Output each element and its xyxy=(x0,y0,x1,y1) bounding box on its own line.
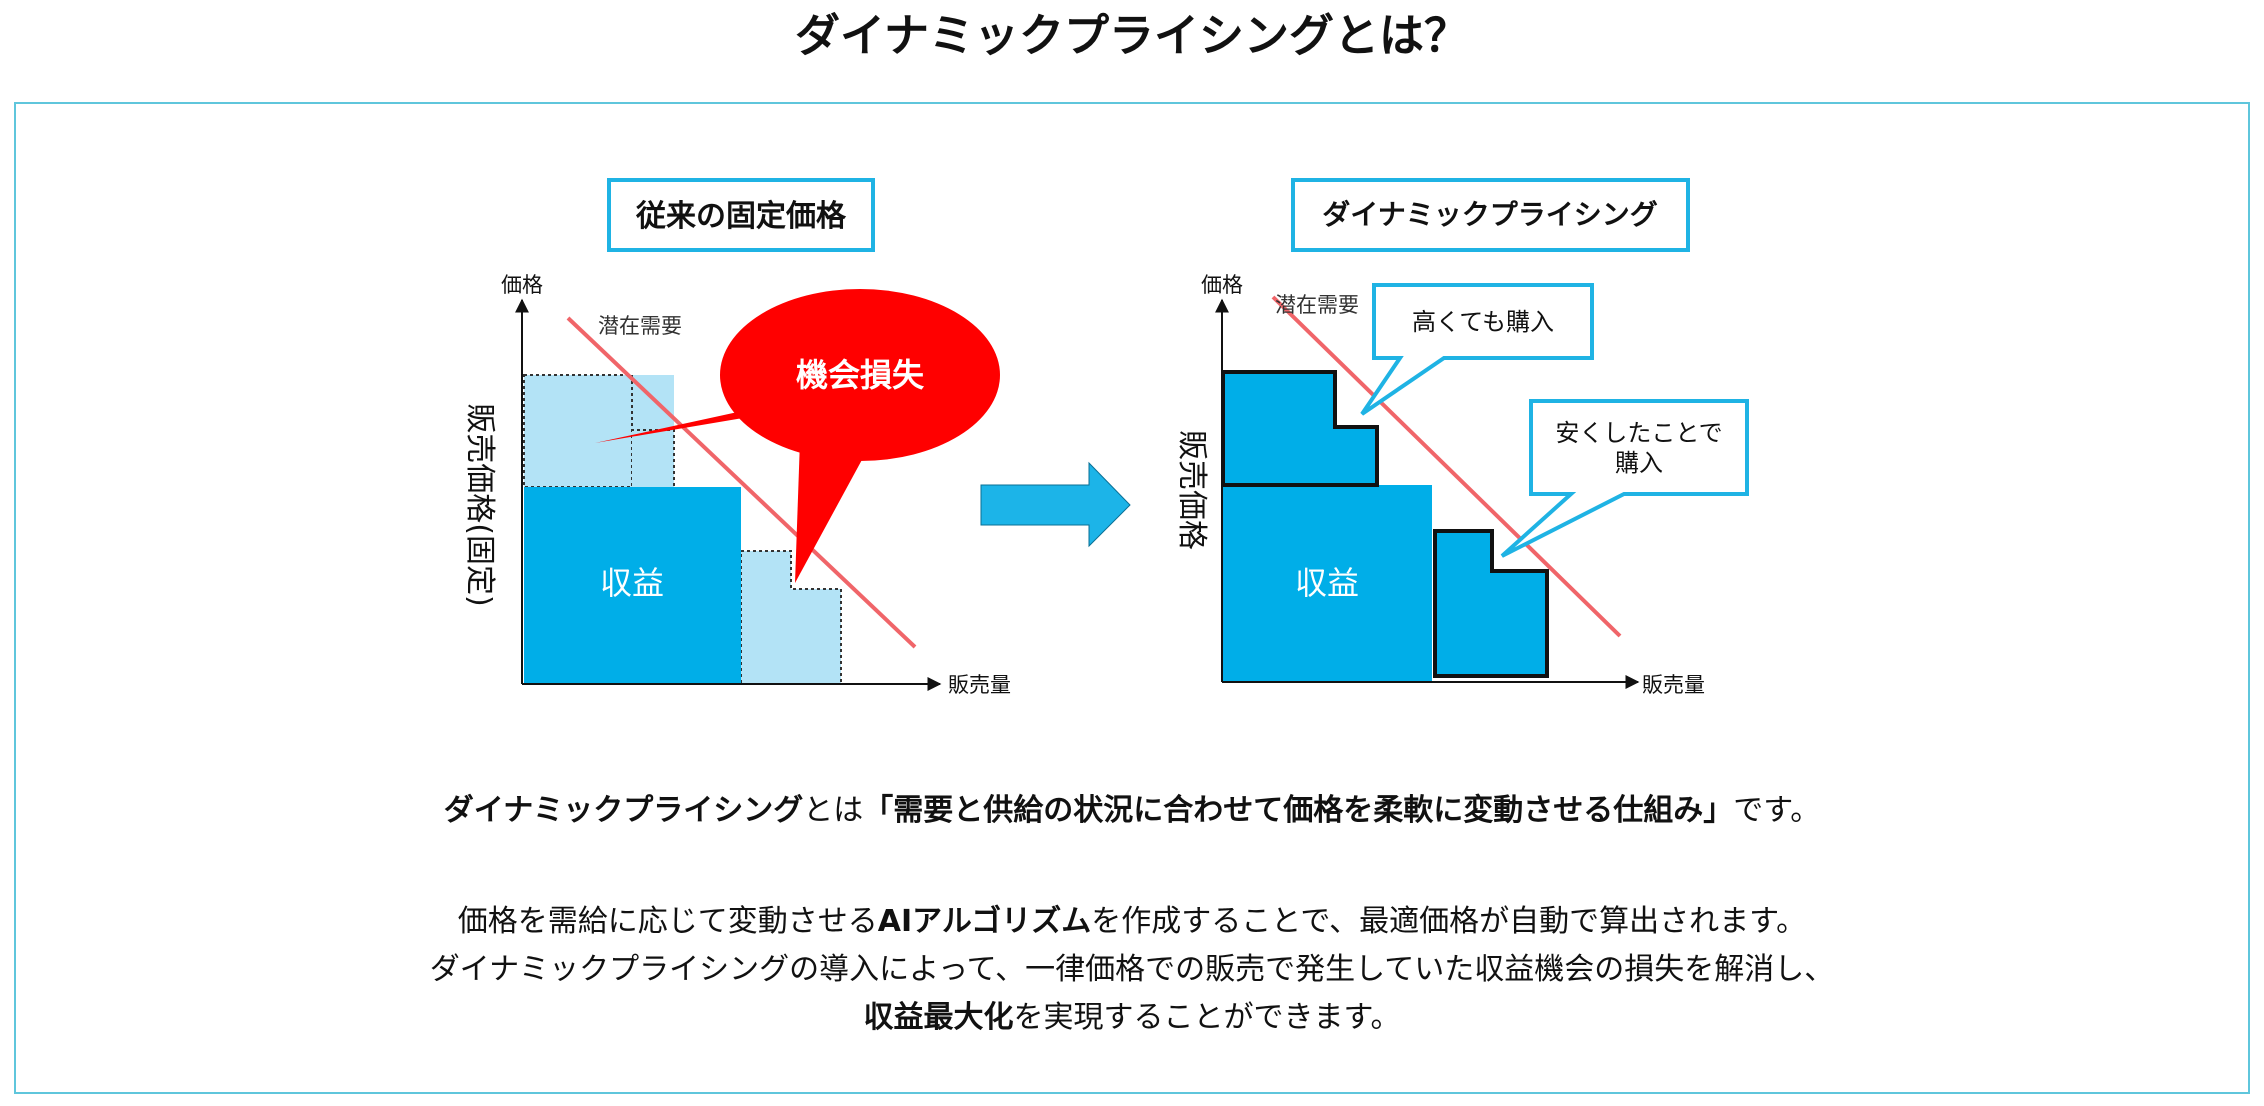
right-diagram: ダイナミックプライシング 収益 潜在需要 価格 販売量 販売価格 高くても購入 … xyxy=(1174,178,1749,697)
definition-sentence: ダイナミックプライシングとは「需要と供給の状況に合わせて価格を柔軟に変動させる仕… xyxy=(0,787,2264,835)
left-diagram: 従来の固定価格 収益 潜在需要 価格 販売量 販売価格(固定) 機会損失 xyxy=(462,178,1011,697)
right-demand-label: 潜在需要 xyxy=(1275,293,1359,317)
definition-end: です。 xyxy=(1733,793,1821,828)
left-x-axis-label: 販売量 xyxy=(948,673,1011,697)
right-upper-captured-region xyxy=(1221,370,1379,487)
right-lower-captured-region xyxy=(1433,529,1549,678)
callout-high-price-label: 高くても購入 xyxy=(1412,308,1554,336)
left-revenue-area xyxy=(524,487,741,683)
explanation-line-3-post: を実現することができます。 xyxy=(1013,1000,1401,1035)
right-revenue-area xyxy=(1223,485,1432,682)
left-diagram-label: 従来の固定価格 xyxy=(635,199,847,234)
explanation-line-1-post: を作成することで、最適価格が自動で算出されます。 xyxy=(1091,904,1807,939)
left-loss-upper-outline xyxy=(524,374,675,487)
page-title: ダイナミックプライシングとは？ xyxy=(794,9,1470,62)
left-loss-region-lower-a xyxy=(741,551,791,683)
left-diagram-label-box xyxy=(607,178,875,252)
definition-term: ダイナミックプライシング xyxy=(443,793,804,828)
explanation-line-1: 価格を需給に応じて変動させるAIアルゴリズムを作成することで、最適価格が自動で算… xyxy=(0,898,2264,946)
left-demand-line xyxy=(566,316,917,649)
callout-low-price-label-line2: 購入 xyxy=(1615,449,1663,477)
explanation-line-3: 収益最大化を実現することができます。 xyxy=(0,994,2264,1042)
explanation-line-2: ダイナミックプライシングの導入によって、一律価格での販売で発生していた収益機会の… xyxy=(429,952,1835,987)
definition-toha: とは xyxy=(803,793,864,828)
left-revenue-label: 収益 xyxy=(600,564,664,602)
left-demand-label: 潜在需要 xyxy=(598,314,682,338)
right-diagram-label-box xyxy=(1291,178,1690,252)
definition-quote: 「需要と供給の状況に合わせて価格を柔軟に変動させる仕組み」 xyxy=(863,793,1734,828)
explanation-maximize-term: 収益最大化 xyxy=(863,1000,1014,1035)
opportunity-loss-balloon-tail-2 xyxy=(795,440,870,583)
right-y-axis-long-label: 販売価格 xyxy=(1174,430,1209,550)
callout-low-price xyxy=(1500,399,1749,558)
explanation-line-1-pre: 価格を需給に応じて変動させる xyxy=(457,904,878,939)
left-loss-region-upper xyxy=(523,374,633,488)
right-revenue-label: 収益 xyxy=(1295,564,1359,602)
callout-low-price-label-line1: 安くしたことで xyxy=(1555,419,1722,447)
right-diagram-label: ダイナミックプライシング xyxy=(1322,198,1657,231)
left-y-axis-short-label: 価格 xyxy=(501,273,543,297)
callout-high-price xyxy=(1360,283,1594,416)
left-y-axis-long-label: 販売価格(固定) xyxy=(462,403,497,606)
transition-arrow-icon xyxy=(980,461,1131,548)
explanation-ai-term: AIアルゴリズム xyxy=(877,904,1092,939)
right-x-axis-label: 販売量 xyxy=(1642,673,1705,697)
opportunity-loss-balloon xyxy=(720,289,1000,461)
comparison-diagram: 従来の固定価格 収益 潜在需要 価格 販売量 販売価格(固定) 機会損失 ダイナ… xyxy=(462,178,1749,697)
content-frame xyxy=(14,102,2250,1094)
right-y-axis-short-label: 価格 xyxy=(1201,273,1243,297)
right-demand-line xyxy=(1271,295,1622,638)
explanation-paragraph: 価格を需給に応じて変動させるAIアルゴリズムを作成することで、最適価格が自動で算… xyxy=(0,898,2264,1042)
left-loss-region-lower-b xyxy=(791,589,841,683)
opportunity-loss-label: 機会損失 xyxy=(796,356,925,394)
